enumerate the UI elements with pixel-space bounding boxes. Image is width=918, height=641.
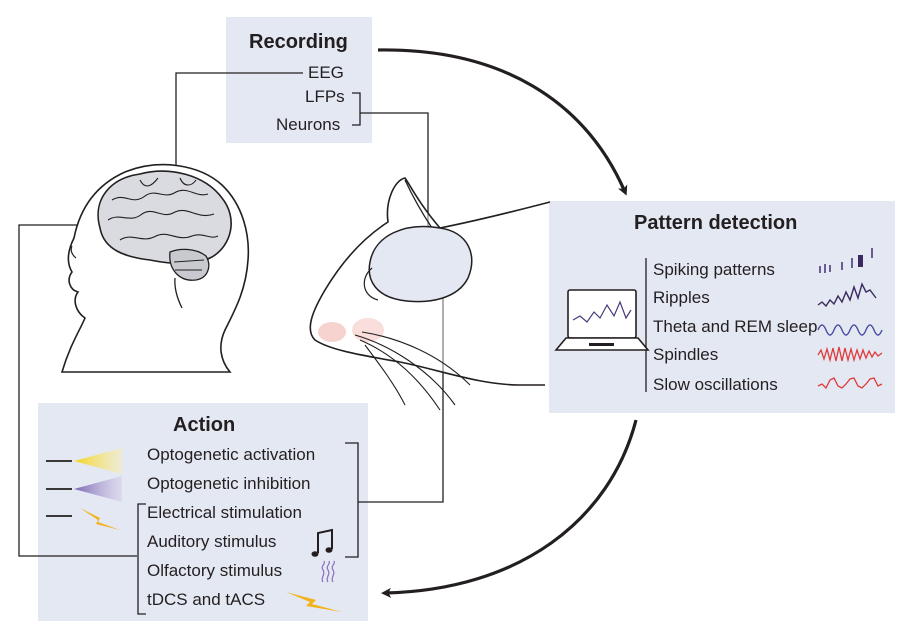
pattern-item-spindles: Spindles (653, 345, 719, 364)
action-item-optogenetic-activation: Optogenetic activation (147, 445, 316, 464)
action-item-auditory-stimulus: Auditory stimulus (147, 532, 277, 551)
pattern-detection-title: Pattern detection (634, 212, 798, 234)
light-cone-icon-activation (46, 448, 122, 474)
action-title: Action (173, 414, 236, 436)
implant-connector (360, 112, 429, 255)
theta-trace (817, 324, 883, 336)
recording-item-lfps: LFPs (305, 87, 345, 106)
smell-icon (321, 560, 336, 583)
recording-panel (226, 17, 372, 143)
action-panel (38, 403, 368, 621)
music-note-icon (311, 528, 333, 557)
action-item-olfactory-stimulus: Olfactory stimulus (147, 561, 283, 580)
pattern-item-ripples: Ripples (653, 288, 710, 307)
laptop-icon (554, 289, 650, 351)
pattern-item-slow-oscillations: Slow oscillations (653, 375, 778, 394)
ripples-trace (817, 282, 877, 308)
arrow-recording-to-pattern (377, 48, 628, 196)
rat-icon (309, 177, 551, 411)
eeg-connector (175, 72, 303, 176)
brain-icon (97, 170, 232, 309)
action-item-tdcs-tacs: tDCS and tACS (147, 590, 266, 609)
spindles-trace (817, 346, 883, 363)
lightning-icon-tdcs (286, 592, 342, 612)
recording-title: Recording (249, 31, 348, 53)
human-stimulation-line (18, 224, 137, 557)
recording-item-eeg: EEG (308, 63, 344, 82)
slow-oscillations-trace (817, 377, 883, 390)
recording-item-neurons: Neurons (276, 115, 341, 134)
action-bracket (345, 442, 359, 558)
action-item-electrical-stimulation: Electrical stimulation (147, 503, 302, 522)
pattern-item-spiking: Spiking patterns (653, 260, 775, 279)
lfp-neuron-bracket (352, 92, 361, 126)
light-cone-icon-inhibition (46, 476, 122, 502)
lightning-icon-electrical (46, 508, 120, 530)
pattern-item-theta: Theta and REM sleep (653, 317, 818, 336)
arrow-pattern-to-action (381, 419, 638, 598)
stimulation-group-bracket (137, 503, 146, 615)
spiking-pattern-trace (819, 248, 873, 273)
action-item-optogenetic-inhibition: Optogenetic inhibition (147, 474, 311, 493)
